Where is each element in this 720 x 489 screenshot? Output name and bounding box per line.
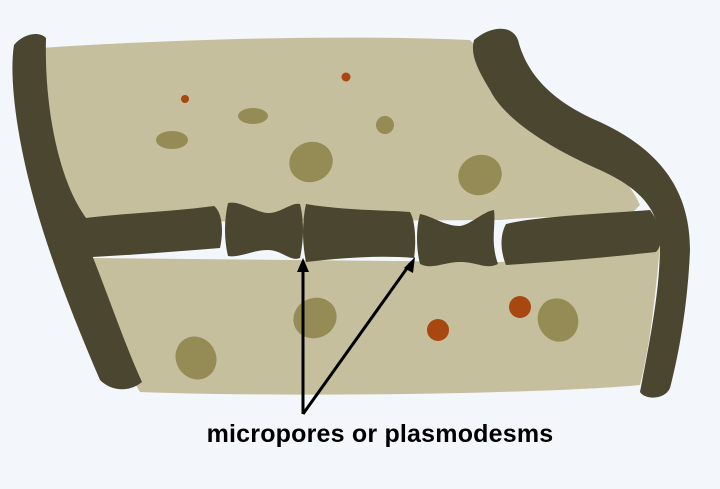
organelle (238, 108, 268, 124)
shared-wall-segment-4 (417, 210, 498, 267)
shared-wall-segment-5 (501, 210, 661, 265)
cell-wall-right (472, 28, 690, 398)
granule (341, 72, 351, 82)
shared-wall-segment-1 (62, 206, 222, 258)
cell-wall-left (12, 34, 142, 390)
shared-wall-segment-3 (303, 204, 416, 262)
granule (181, 95, 189, 103)
organelle (458, 154, 502, 196)
organelle (537, 298, 579, 342)
organelle (156, 131, 188, 149)
lower-cell-cytoplasm (90, 245, 660, 395)
granule (427, 319, 449, 341)
shared-wall-segment-2 (225, 202, 303, 259)
pointer-arrow (301, 263, 412, 415)
diagram-caption: micropores or plasmodesms (206, 420, 554, 448)
organelle (175, 336, 217, 380)
arrowhead-left (297, 258, 309, 272)
arrowhead-right (404, 257, 415, 273)
organelle (289, 141, 333, 183)
granule (509, 296, 531, 318)
organelle (376, 116, 394, 134)
